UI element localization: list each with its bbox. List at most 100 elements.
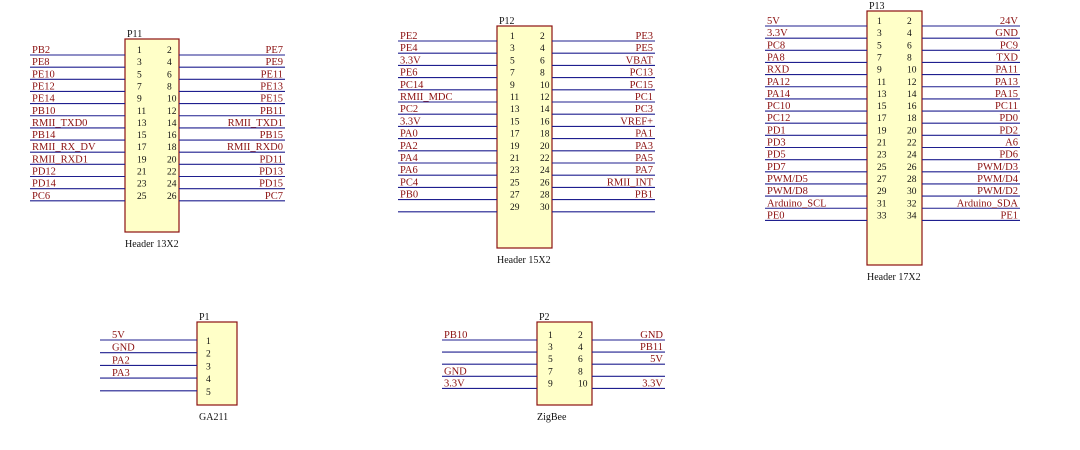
p13-net-right-15: PWM/D2 [977, 186, 1018, 197]
p11-net-right-11: PD13 [259, 167, 283, 178]
p11-net-left-13: PC6 [32, 191, 50, 202]
p12-pin-4: 4 [540, 44, 545, 54]
p13-net-left-2: 3.3V [767, 28, 788, 39]
p12-pin-27: 27 [510, 191, 520, 201]
p12-caption: Header 15X2 [497, 255, 551, 266]
p13-pin-25: 25 [877, 163, 887, 173]
p12-net-left-4: PE6 [400, 68, 418, 79]
p13-net-left-3: PC8 [767, 40, 785, 51]
p2-net-right-5: 3.3V [642, 378, 663, 389]
p11-pin-25: 25 [137, 192, 147, 202]
p12-net-left-11: PA4 [400, 153, 418, 164]
p2-pin-10: 10 [578, 379, 588, 389]
p11-net-left-7: RMII_TXD0 [32, 118, 87, 129]
p11-pin-19: 19 [137, 155, 147, 165]
p11-pin-26: 26 [167, 192, 177, 202]
p11-pin-16: 16 [167, 131, 177, 141]
p2-pin-6: 6 [578, 355, 583, 365]
p2-pin-5: 5 [548, 355, 553, 365]
p13-pin-29: 29 [877, 187, 887, 197]
p13-net-right-3: PC9 [1000, 40, 1018, 51]
p2-pin-2: 2 [578, 331, 583, 341]
p13-net-right-14: PWM/D4 [977, 174, 1019, 185]
p13-net-right-5: PA11 [995, 65, 1018, 76]
p12-net-left-6: RMII_MDC [400, 92, 453, 103]
p11-net-right-3: PE11 [261, 69, 283, 80]
p11-pin-1: 1 [137, 46, 142, 56]
p11-body [124, 38, 180, 233]
p13-body [866, 10, 923, 266]
p12-pin-5: 5 [510, 56, 515, 66]
p11-pin-11: 11 [137, 107, 146, 117]
p12-net-right-13: RMII_INT [607, 177, 654, 188]
p12-pin-26: 26 [540, 178, 550, 188]
p12-pin-2: 2 [540, 32, 545, 42]
p11-pin-7: 7 [137, 82, 142, 92]
p12-net-right-2: PE5 [635, 43, 653, 54]
p12-net-left-5: PC14 [400, 80, 424, 91]
p13-pin-7: 7 [877, 53, 882, 63]
p1-net-2: GND [112, 343, 135, 354]
p1-body [196, 321, 238, 406]
p11-caption: Header 13X2 [125, 239, 179, 250]
p11-pin-8: 8 [167, 82, 172, 92]
p13-pin-24: 24 [907, 151, 917, 161]
p12-pin-29: 29 [510, 203, 520, 213]
p12-net-right-4: PC13 [630, 68, 653, 79]
p13-pin-23: 23 [877, 151, 887, 161]
p11-net-left-5: PE14 [32, 94, 56, 105]
p13-pin-6: 6 [907, 41, 912, 51]
p13-net-left-11: PD3 [767, 138, 786, 149]
p11-pin-23: 23 [137, 180, 147, 190]
p13-pin-4: 4 [907, 29, 912, 39]
p13-pin-9: 9 [877, 66, 882, 76]
p13-net-left-1: 5V [767, 16, 780, 27]
p2-pin-8: 8 [578, 367, 583, 377]
p11-pin-22: 22 [167, 168, 177, 178]
p11-net-right-9: RMII_RXD0 [227, 142, 283, 153]
p13-pin-28: 28 [907, 175, 917, 185]
p13-net-right-10: PD2 [999, 125, 1018, 136]
p12-pin-12: 12 [540, 93, 550, 103]
p13-net-left-9: PC12 [767, 113, 790, 124]
p13-pin-12: 12 [907, 78, 917, 88]
p13-pin-27: 27 [877, 175, 887, 185]
p11-net-left-9: RMII_RX_DV [32, 142, 96, 153]
p12-net-left-13: PC4 [400, 177, 419, 188]
p13-pin-31: 31 [877, 199, 887, 209]
p11-net-right-2: PE9 [265, 57, 283, 68]
p13-pin-10: 10 [907, 66, 917, 76]
p11-pin-14: 14 [167, 119, 177, 129]
p13-pin-21: 21 [877, 139, 887, 149]
p12-net-right-9: PA1 [635, 129, 653, 140]
p11-pin-18: 18 [167, 143, 177, 153]
p1-designator: P1 [199, 312, 210, 323]
p11-net-left-12: PD14 [32, 179, 57, 190]
p12-net-left-7: PC2 [400, 104, 418, 115]
p11-pin-12: 12 [167, 107, 177, 117]
p11-pin-17: 17 [137, 143, 147, 153]
p13-net-right-12: PD6 [999, 150, 1018, 161]
p12-designator: P12 [499, 16, 515, 27]
p2-net-left-4: GND [444, 366, 467, 377]
p11-net-right-13: PC7 [265, 191, 283, 202]
p2-pin-3: 3 [548, 343, 553, 353]
p11-net-left-2: PE8 [32, 57, 50, 68]
p12-pin-18: 18 [540, 130, 550, 140]
p11-net-right-1: PE7 [265, 45, 283, 56]
p2-net-left-5: 3.3V [444, 378, 465, 389]
p13-net-right-7: PA15 [995, 89, 1018, 100]
p12-pin-7: 7 [510, 69, 515, 79]
p13-net-left-4: PA8 [767, 52, 785, 63]
p12-net-right-7: PC3 [635, 104, 653, 115]
p12-pin-10: 10 [540, 81, 550, 91]
p13-pin-33: 33 [877, 211, 887, 221]
p11-net-left-4: PE12 [32, 81, 55, 92]
p12-pin-25: 25 [510, 178, 520, 188]
p2-caption: ZigBee [537, 412, 567, 423]
p12-net-left-1: PE2 [400, 31, 418, 42]
p13-pin-22: 22 [907, 139, 917, 149]
p13-net-right-11: A6 [1005, 138, 1018, 149]
p2-pin-9: 9 [548, 379, 553, 389]
p13-net-left-16: Arduino_SCL [767, 198, 827, 209]
